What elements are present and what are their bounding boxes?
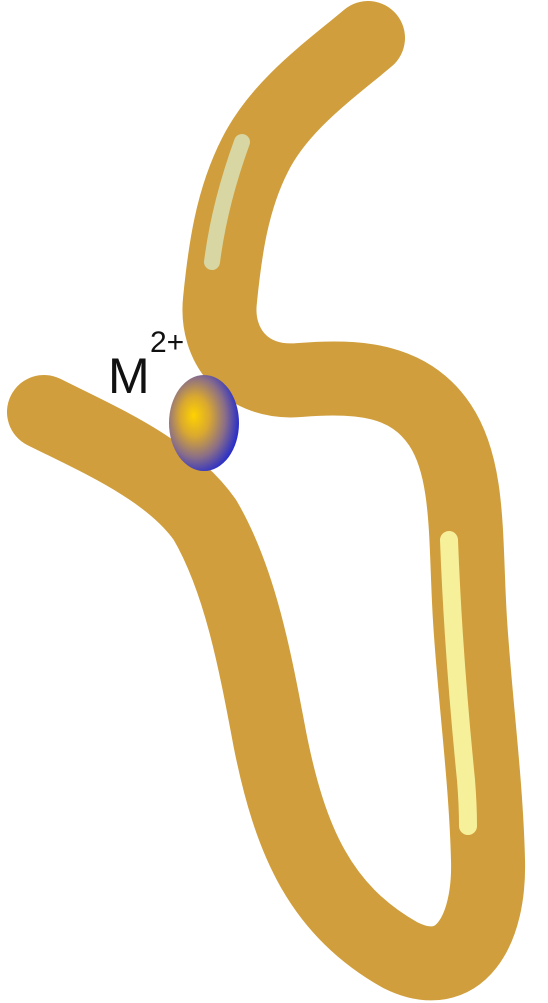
ion-label: M 2+ [108,326,184,404]
protein-strand [44,38,488,963]
ion-symbol: M [108,348,150,404]
metal-ion-sphere [169,375,239,471]
ion-charge: 2+ [150,326,184,359]
